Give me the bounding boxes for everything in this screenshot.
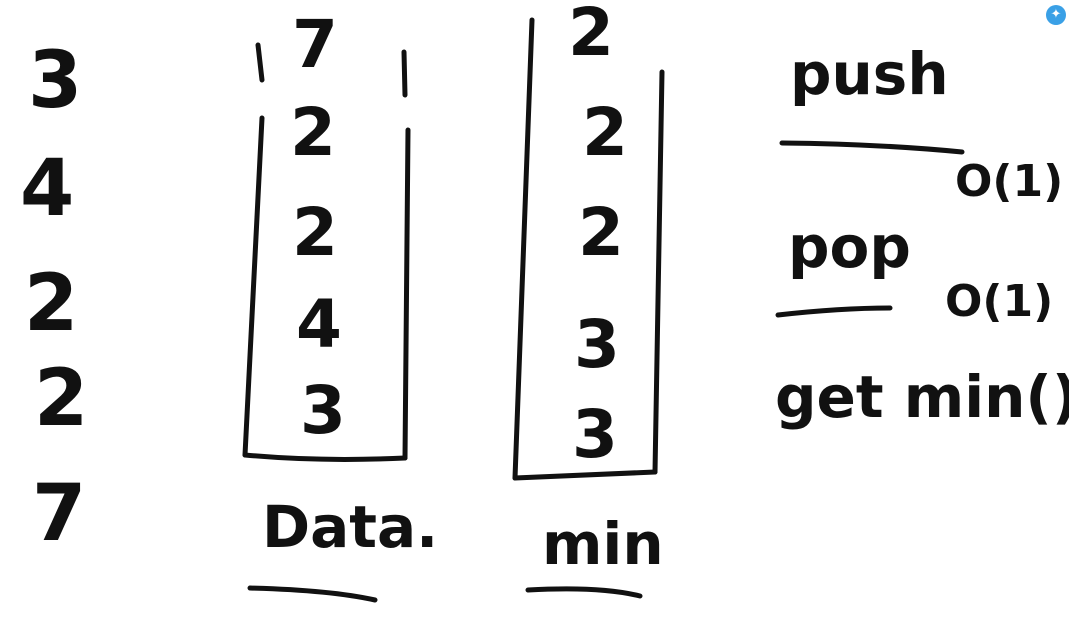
input-number-5: 7 [32,469,87,559]
input-number-3: 2 [24,259,79,349]
input-number-1: 3 [28,36,83,126]
push-underline [779,140,965,155]
data-stack-label: Data. [262,493,439,561]
operation-pop-label: pop [788,213,911,281]
data-stack-bottom [242,452,408,462]
data-stack-left-wall [242,42,265,458]
operation-getmin-label: get min() [775,363,1069,431]
min-stack-bottom [512,469,658,481]
min-stack-label: min [542,510,664,578]
min-stack-item-3: 2 [578,194,624,271]
data-stack-item-5: 7 [292,6,338,83]
corner-app-icon: ✦ [1046,5,1066,25]
min-stack-left-wall [512,17,535,481]
data-stack-item-2: 4 [296,286,342,363]
operation-push-complexity: O(1) [955,156,1064,207]
data-label-underline [247,585,378,603]
data-stack-item-1: 3 [300,372,346,449]
input-number-4: 2 [34,354,89,444]
data-stack-item-4: 2 [290,94,336,171]
min-stack-item-4: 2 [582,94,628,171]
min-stack-item-2: 3 [574,306,620,383]
operation-pop-complexity: O(1) [945,276,1054,327]
data-stack-right-wall [401,49,411,461]
min-stack-item-1: 3 [572,396,618,473]
input-number-2: 4 [20,144,75,234]
min-label-underline [525,586,643,599]
operation-push-label: push [790,40,949,108]
min-stack-item-5: 2 [568,0,614,71]
data-stack-item-3: 2 [292,194,338,271]
min-stack-right-wall [652,69,665,475]
pop-underline [775,305,893,318]
